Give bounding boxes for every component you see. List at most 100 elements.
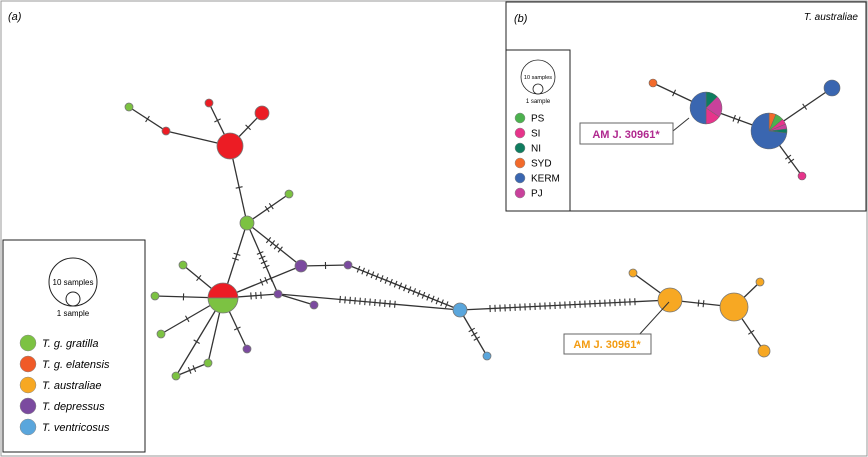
mutation-tick	[260, 260, 268, 265]
mutation-tick	[231, 257, 239, 261]
legend-swatch	[514, 112, 526, 124]
mutation-tick	[398, 282, 403, 290]
mutation-tick	[256, 251, 264, 255]
callout-a-text: AM J. 30961*	[573, 339, 641, 351]
haplotype-node	[757, 344, 771, 358]
callout-b-box	[579, 122, 674, 145]
haplotype-node	[284, 189, 294, 199]
haplotype-node	[178, 260, 188, 270]
haplotype-node	[343, 260, 353, 270]
mutation-tick	[394, 300, 396, 308]
mutation-tick	[268, 203, 274, 210]
legend-swatch	[19, 334, 37, 352]
mutation-tick	[262, 264, 270, 269]
legend-label: KERM	[531, 174, 560, 185]
haplotype-node	[294, 259, 308, 273]
panel-a-label: (a)	[8, 11, 22, 23]
network-edge	[300, 264, 349, 267]
network-edge	[277, 293, 461, 311]
mutation-tick	[264, 205, 270, 213]
mutation-tick	[403, 284, 407, 292]
network-edge	[246, 222, 302, 267]
mutation-tick	[269, 240, 276, 247]
mutation-tick	[364, 298, 366, 306]
mutation-tick	[196, 274, 202, 282]
mutation-tick	[393, 280, 398, 288]
network-a-mutation-ticks	[145, 115, 755, 374]
network-edge	[347, 264, 461, 311]
legend-label: T. depressus	[42, 401, 105, 413]
mutation-tick	[193, 339, 200, 344]
mutation-tick	[187, 366, 192, 374]
haplotype-node	[161, 126, 171, 136]
mutation-tick	[258, 255, 266, 260]
haplotype-node-gratilla-half	[207, 297, 239, 314]
haplotype-node	[628, 268, 638, 278]
mutation-tick	[412, 288, 417, 296]
haplotype-node	[755, 277, 765, 287]
mutation-tick	[214, 118, 221, 123]
legend-swatch	[514, 157, 526, 169]
legend-label: T. g. elatensis	[42, 359, 110, 371]
mutation-tick	[255, 292, 257, 300]
legend-b-scale-small-label: 1 sample	[526, 99, 551, 105]
legend-swatch	[514, 142, 526, 154]
scale-small-circle	[65, 291, 81, 307]
mutation-tick	[359, 297, 361, 305]
mutation-tick	[277, 246, 283, 253]
haplotype-node	[171, 371, 181, 381]
haplotype-node	[648, 78, 658, 88]
legend-label: PJ	[531, 189, 543, 200]
mutation-tick	[389, 300, 391, 308]
legend-swatch	[19, 355, 37, 373]
haplotype-node	[254, 105, 270, 121]
mutation-tick	[702, 300, 705, 308]
mutation-tick	[265, 237, 272, 244]
callout-b-leader	[672, 117, 690, 132]
haplotype-node	[150, 291, 160, 301]
haplotype-node	[204, 98, 214, 108]
mutation-tick	[384, 299, 386, 307]
mutation-tick	[145, 115, 150, 123]
network-edge	[246, 222, 279, 295]
mutation-tick	[468, 327, 476, 333]
mutation-tick	[264, 276, 269, 284]
mutation-tick	[344, 296, 346, 304]
haplotype-node	[482, 351, 492, 361]
legend-swatch	[19, 397, 37, 415]
legend-swatch	[514, 172, 526, 184]
callout-b-text: AM J. 30961*	[592, 129, 660, 141]
mutation-tick	[672, 89, 677, 97]
mutation-tick	[369, 298, 371, 306]
network-edge	[277, 293, 315, 306]
haplotype-node	[203, 358, 213, 368]
mutation-tick	[233, 252, 241, 256]
legend-label: T. g. gratilla	[42, 338, 98, 350]
mutation-tick	[185, 315, 190, 323]
mutation-tick	[356, 265, 361, 273]
mutation-tick	[259, 278, 264, 286]
mutation-tick	[421, 291, 426, 299]
mutation-tick	[339, 295, 341, 303]
haplotype-node	[719, 292, 749, 322]
legend-label: SI	[531, 129, 540, 140]
mutation-tick	[737, 116, 741, 124]
mutation-tick	[374, 298, 376, 307]
legend-a-scale-small-label: 1 sample	[57, 309, 90, 318]
haplotype-node	[216, 132, 244, 160]
panel-b-title: T. australiae	[804, 12, 859, 23]
mutation-tick	[785, 154, 792, 160]
mutation-tick	[787, 158, 795, 164]
mutation-tick	[375, 273, 379, 281]
network-edge	[459, 309, 488, 357]
network-b-nodes	[648, 78, 841, 181]
mutation-tick	[245, 124, 251, 131]
mutation-tick	[426, 293, 430, 301]
mutation-tick	[260, 291, 262, 299]
mutation-tick	[802, 103, 808, 110]
mutation-tick	[440, 299, 444, 307]
network-edge	[246, 193, 290, 224]
